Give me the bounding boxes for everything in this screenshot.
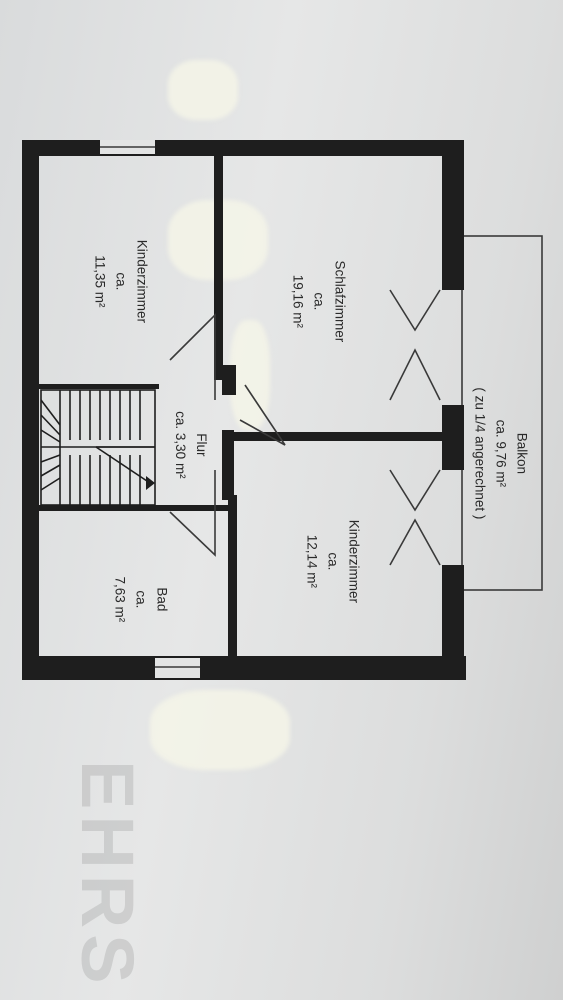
outer-wall-top: [22, 140, 464, 156]
room-name: Kinderzimmer: [346, 519, 362, 604]
interior-wall-vertical-upper: [214, 150, 223, 380]
room-area: 19,16 m²: [290, 274, 306, 329]
blot: [150, 690, 290, 770]
room-ca: ca.: [113, 272, 129, 291]
stair-arrow: [146, 476, 155, 490]
wall-segment: [222, 365, 236, 395]
room-name: Flur: [193, 433, 209, 457]
door-swings: [169, 289, 441, 566]
room-area: ca. 9,76 m²: [493, 419, 509, 488]
outer-wall-left: [22, 140, 39, 680]
blot: [168, 60, 238, 120]
room-ca: ca.: [133, 590, 149, 609]
room-label-kinderzimmer-2: Kinderzimmer ca. 12,14 m²: [301, 501, 364, 621]
outer-wall-right-lower: [442, 565, 464, 680]
room-name: Balkon: [514, 432, 530, 475]
interior-wall-vertical-lower: [228, 495, 237, 665]
stair-wall: [39, 505, 233, 511]
room-area: ca. 3,30 m²: [173, 411, 188, 479]
outer-wall-bottom: [22, 656, 466, 680]
window-opening: [155, 658, 200, 678]
room-area: 11,35 m²: [92, 255, 108, 308]
stair-wall-upper: [39, 384, 159, 389]
staircase: [40, 389, 156, 506]
room-name: Schlafzimmer: [332, 260, 348, 343]
room-ca: ca.: [325, 552, 341, 571]
room-name: Kinderzimmer: [134, 239, 150, 324]
room-label-bad: Bad ca. 7,63 m²: [109, 539, 172, 659]
room-area: 12,14 m²: [304, 534, 320, 589]
room-note: ( zu 1/4 angerechnet ): [472, 387, 488, 520]
room-area: 7,63 m²: [112, 576, 128, 623]
outer-wall-right-mid: [442, 405, 464, 470]
room-ca: ca.: [311, 292, 327, 311]
room-name: Bad: [154, 587, 170, 612]
outer-wall-right-upper: [442, 140, 464, 290]
room-label-kinderzimmer-1: Kinderzimmer ca. 11,35 m²: [89, 221, 152, 341]
room-label-flur: Flur ca. 3,30 m²: [169, 395, 211, 495]
room-label-balkon: Balkon ca. 9,76 m² ( zu 1/4 angerechnet …: [469, 373, 532, 533]
wall-segment: [222, 430, 234, 500]
interior-wall-horizontal: [228, 432, 448, 441]
room-label-schlafzimmer: Schlafzimmer ca. 19,16 m²: [287, 241, 350, 361]
